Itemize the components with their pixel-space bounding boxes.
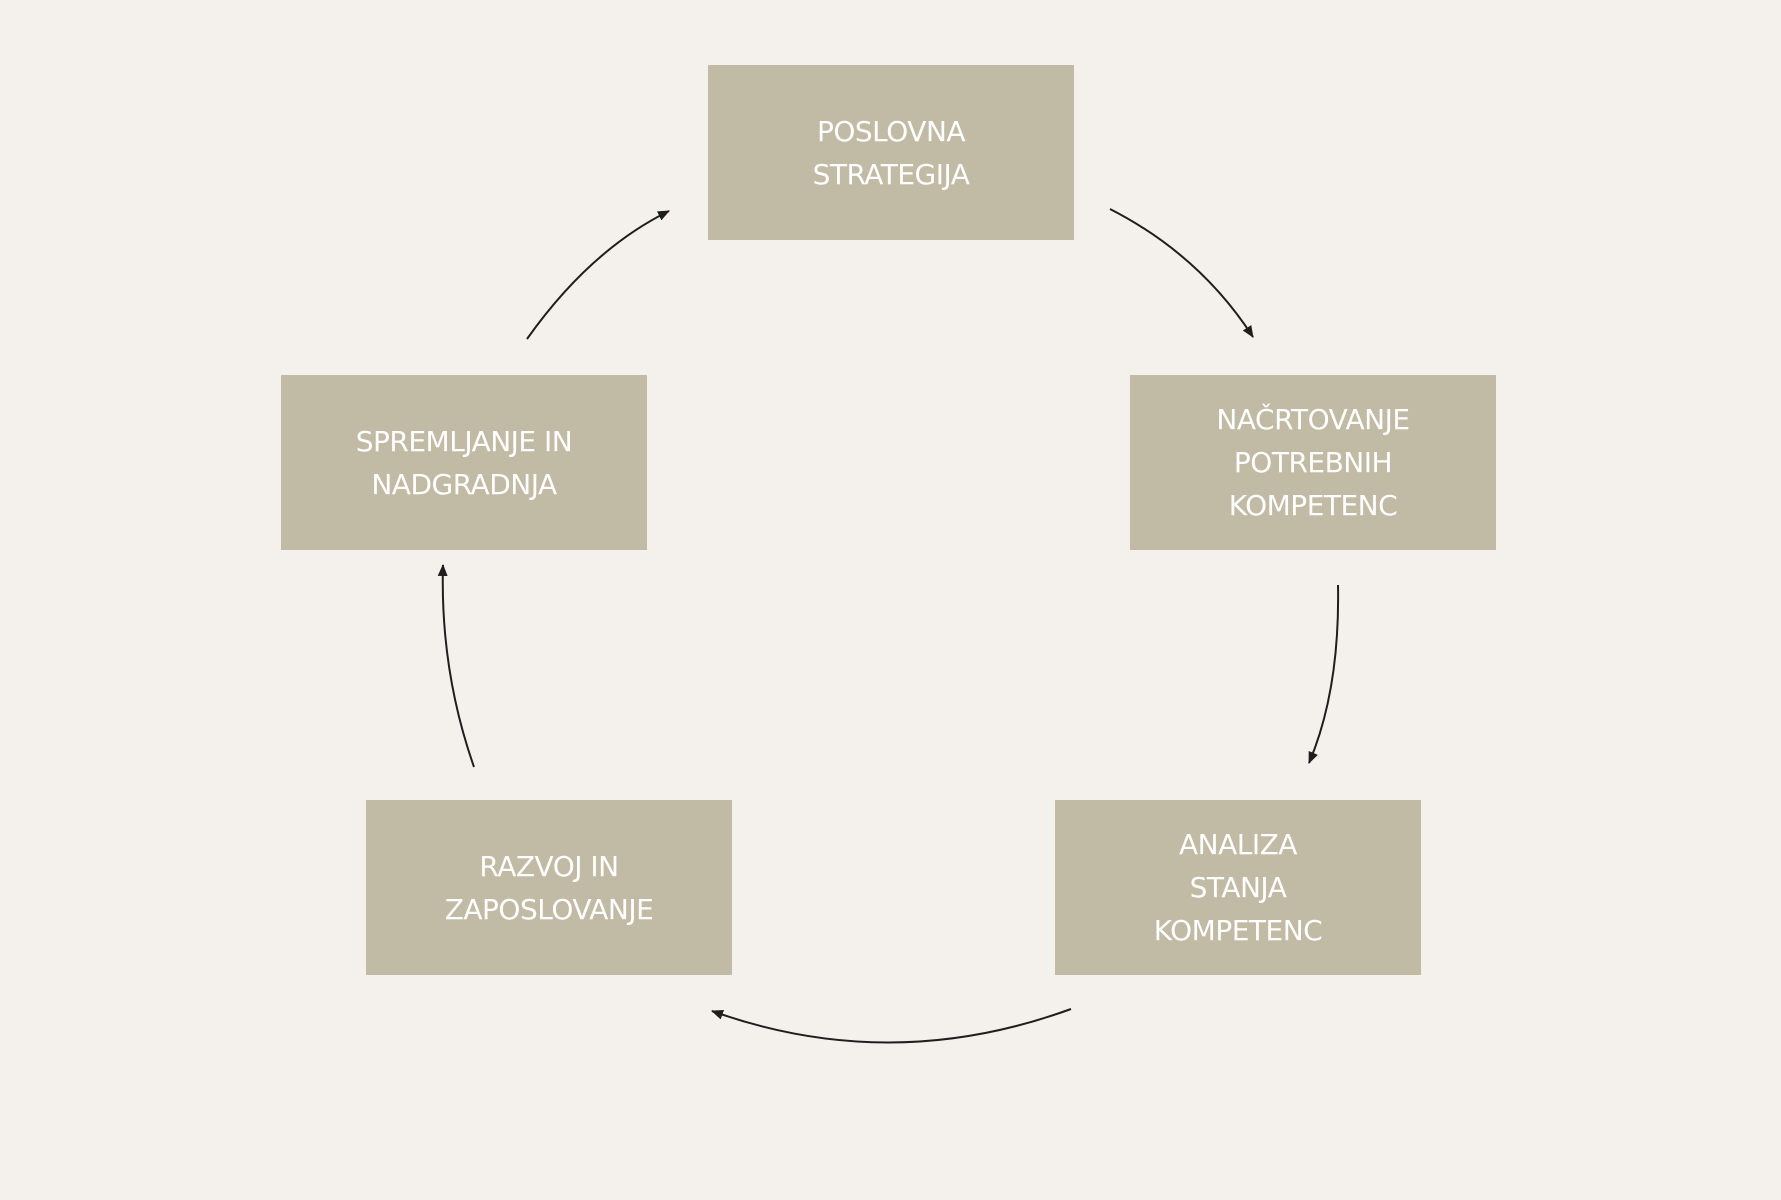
node-label: RAZVOJ IN ZAPOSLOVANJE [444,849,654,926]
arrow-planning-to-analysis [1308,584,1340,764]
node-spremljanje-in-nadgradnja: SPREMLJANJE IN NADGRADNJA [281,375,647,550]
node-analiza-stanja-kompetenc: ANALIZA STANJA KOMPETENC [1055,800,1421,975]
node-label: SPREMLJANJE IN NADGRADNJA [355,424,573,501]
node-label: NAČRTOVANJE POTREBNIH KOMPETENC [1216,403,1410,522]
node-label: POSLOVNA STRATEGIJA [812,114,970,191]
node-nacrtovanje-potrebnih-kompetenc: NAČRTOVANJE POTREBNIH KOMPETENC [1130,375,1496,550]
node-label: ANALIZA STANJA KOMPETENC [1153,828,1323,947]
arrow-strategy-to-planning [1109,208,1254,338]
arrow-analysis-to-development [711,1008,1072,1044]
arrow-development-to-monitoring [437,564,475,768]
node-razvoj-in-zaposlovanje: RAZVOJ IN ZAPOSLOVANJE [366,800,732,975]
arrow-monitoring-to-strategy [526,210,670,340]
node-poslovna-strategija: POSLOVNA STRATEGIJA [708,65,1074,240]
